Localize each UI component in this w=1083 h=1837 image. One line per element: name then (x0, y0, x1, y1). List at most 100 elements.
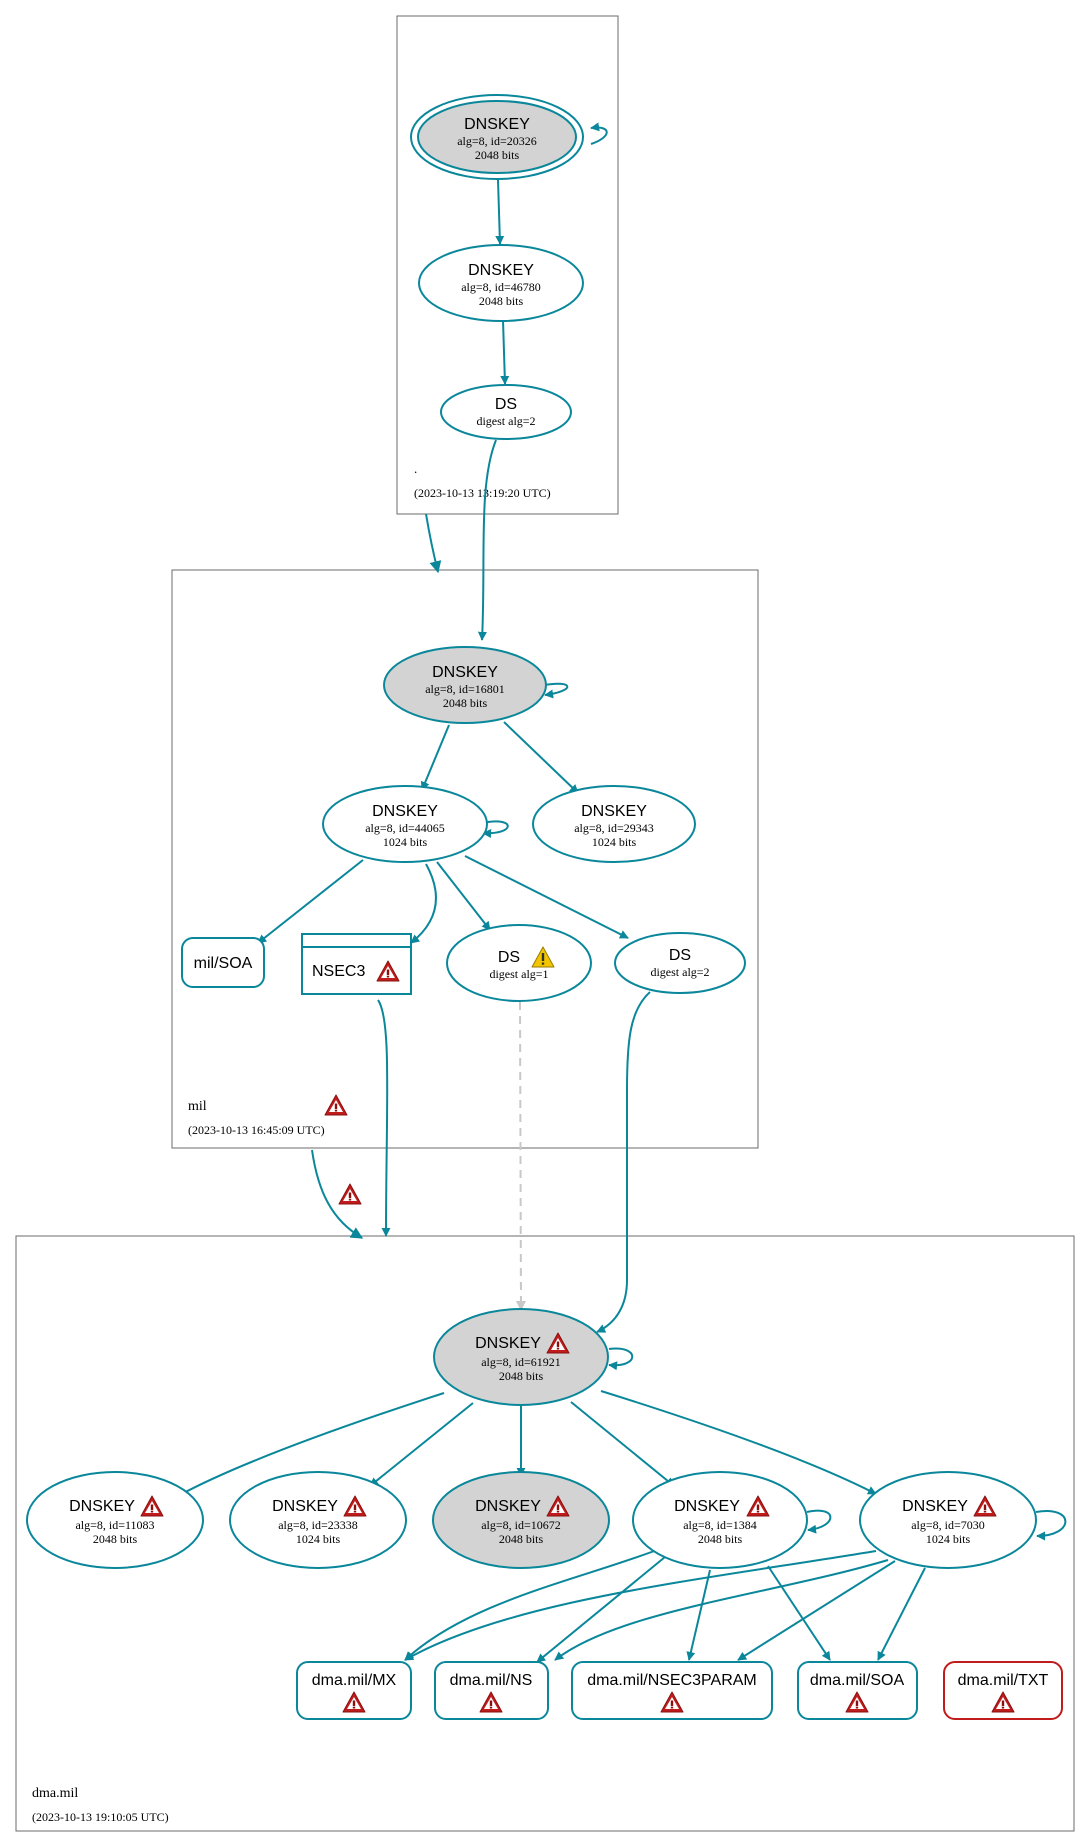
dma-k2-alg: alg=8, id=23338 (278, 1518, 358, 1532)
mil-nsec3-shape (301, 933, 412, 995)
mil-ds2-to-dma-ksk-edge[interactable] (596, 991, 651, 1333)
dma-dnskey-1384[interactable]: DNSKEY alg=8, id=1384 2048 bits (632, 1471, 808, 1569)
zone-mil-name: mil (188, 1099, 207, 1114)
root-zsk-shape (418, 244, 584, 322)
dma-k3-bits: 2048 bits (499, 1532, 544, 1546)
dma-txt-shape (943, 1661, 1063, 1720)
delegation-mil-dma-edge[interactable] (311, 1149, 364, 1239)
dma-k1-shape (26, 1471, 204, 1569)
mil-ds1-shape (446, 924, 592, 1002)
mil-ds1-digest: digest alg=1 (489, 967, 548, 981)
dma-k4-to-soa-edge[interactable] (767, 1565, 831, 1661)
dma-soa-rrset[interactable]: dma.mil/SOA (797, 1661, 918, 1720)
dma-k4-to-ns-edge[interactable] (536, 1556, 666, 1663)
root-zsk-bits: 2048 bits (479, 294, 524, 308)
dma-dnskey-7030[interactable]: DNSKEY alg=8, id=7030 1024 bits (859, 1471, 1037, 1569)
dma-nsec3param-rrset[interactable]: dma.mil/NSEC3PARAM (571, 1661, 773, 1720)
mil-dnskey-16801[interactable]: DNSKEY alg=8, id=16801 2048 bits (383, 646, 547, 724)
dma-k4-to-nsec3param-edge[interactable] (686, 1569, 711, 1661)
mil-zsk1-to-nsec3-edge[interactable] (410, 863, 437, 944)
dma-ksk-title: DNSKEY (475, 1335, 541, 1352)
dma-k5-to-nsec3param-edge[interactable] (737, 1560, 896, 1661)
root-ksk-outer-ring (410, 94, 584, 180)
dma-mx-rrset[interactable]: dma.mil/MX (296, 1661, 412, 1720)
root-ksk-self-edge[interactable] (590, 122, 608, 145)
dma-k1-alg: alg=8, id=11083 (75, 1518, 154, 1532)
dma-k5-bits: 1024 bits (926, 1532, 971, 1546)
mil-ds1-to-dma-ksk-insecure-edge[interactable] (515, 1001, 526, 1311)
dma-k5-to-ns-edge[interactable] (554, 1559, 889, 1661)
dma-k3-title: DNSKEY (475, 1498, 541, 1515)
zone-dma-timestamp: (2023-10-13 19:10:05 UTC) (32, 1810, 169, 1824)
dma-k5-self-edge[interactable] (1035, 1509, 1067, 1541)
mil-ds1-title: DS (498, 949, 520, 966)
dma-k4-shape (632, 1471, 808, 1569)
root-zsk-title: DNSKEY (468, 262, 534, 279)
dma-ksk-to-k1-edge[interactable] (177, 1392, 445, 1497)
dma-txt-title: dma.mil/TXT (958, 1672, 1049, 1689)
mil-dnskey-44065[interactable]: DNSKEY alg=8, id=44065 1024 bits (322, 785, 488, 863)
dma-ns-shape (434, 1661, 549, 1720)
dma-k4-to-mx-edge[interactable] (404, 1546, 666, 1661)
dma-mx-shape (296, 1661, 412, 1720)
mil-zsk2-shape (532, 785, 696, 863)
dma-k5-to-soa-edge[interactable] (877, 1567, 926, 1661)
root-ksk-to-zsk-edge[interactable] (495, 179, 505, 245)
dma-k2-shape (229, 1471, 407, 1569)
mil-ksk-self-edge[interactable] (543, 682, 569, 699)
mil-zsk1-alg: alg=8, id=44065 (365, 821, 445, 835)
mil-zsk2-title: DNSKEY (581, 803, 647, 820)
mil-zsk1-bits: 1024 bits (383, 835, 428, 849)
dma-nsec3param-title: dma.mil/NSEC3PARAM (587, 1672, 757, 1689)
root-ds-digest: digest alg=2 (476, 414, 535, 428)
dma-ksk-to-k4-edge[interactable] (570, 1401, 675, 1487)
dma-k4-bits: 2048 bits (698, 1532, 743, 1546)
dma-dnskey-23338[interactable]: DNSKEY alg=8, id=23338 1024 bits (229, 1471, 407, 1569)
mil-zsk2-bits: 1024 bits (592, 835, 637, 849)
zone-mil-error-icon[interactable] (324, 1094, 348, 1116)
mil-ksk-to-zsk2-edge[interactable] (503, 721, 579, 794)
mil-ksk-to-zsk1-edge[interactable] (420, 724, 450, 791)
dma-ksk-self-edge[interactable] (608, 1347, 634, 1371)
root-ds-shape (440, 384, 572, 440)
dma-soa-title: dma.mil/SOA (810, 1672, 905, 1689)
dma-soa-shape (797, 1661, 918, 1720)
dma-k3-shape (432, 1471, 610, 1569)
dma-ksk-to-k5-edge[interactable] (600, 1390, 877, 1495)
dma-k5-to-mx-edge[interactable] (404, 1550, 877, 1661)
mil-dnskey-29343[interactable]: DNSKEY alg=8, id=29343 1024 bits (532, 785, 696, 863)
root-zsk-to-ds-edge[interactable] (500, 319, 510, 385)
mil-ksk-bits: 2048 bits (443, 696, 488, 710)
delegation-mil-dma-error-icon[interactable] (338, 1183, 362, 1205)
dma-k2-bits: 1024 bits (296, 1532, 341, 1546)
root-ds-to-mil-ksk-edge[interactable] (477, 439, 497, 641)
mil-ds2-digest: digest alg=2 (650, 965, 709, 979)
mil-nsec3[interactable]: NSEC3 (301, 933, 412, 995)
root-ksk-title: DNSKEY (464, 116, 530, 133)
mil-nsec3-to-dma-edge[interactable] (377, 999, 391, 1237)
dma-dnskey-10672[interactable]: DNSKEY alg=8, id=10672 2048 bits (432, 1471, 610, 1569)
dma-ksk-alg: alg=8, id=61921 (481, 1355, 561, 1369)
dma-dnskey-61921[interactable]: DNSKEY alg=8, id=61921 2048 bits (433, 1308, 609, 1406)
mil-zsk1-title: DNSKEY (372, 803, 438, 820)
dma-txt-rrset[interactable]: dma.mil/TXT (943, 1661, 1063, 1720)
dma-ksk-to-k2-edge[interactable] (369, 1402, 474, 1487)
mil-ds-digest2[interactable]: DS digest alg=2 (614, 932, 746, 994)
zone-dma-border (15, 1235, 1075, 1832)
mil-ds-digest1[interactable]: DS digest alg=1 (446, 924, 592, 1002)
mil-zsk1-to-soa-edge[interactable] (257, 859, 364, 944)
root-dnskey-20326[interactable]: DNSKEY alg=8, id=20326 2048 bits (410, 94, 584, 180)
root-ksk-alg: alg=8, id=20326 (457, 134, 537, 148)
mil-zsk1-self-edge[interactable] (482, 820, 509, 838)
root-dnskey-46780[interactable]: DNSKEY alg=8, id=46780 2048 bits (418, 244, 584, 322)
mil-soa-rrset[interactable]: mil/SOA (181, 937, 265, 988)
zone-mil: mil (2023-10-13 16:45:09 UTC) (171, 569, 759, 1149)
root-ksk-shape (417, 100, 577, 174)
dma-ns-rrset[interactable]: dma.mil/NS (434, 1661, 549, 1720)
dma-dnskey-11083[interactable]: DNSKEY alg=8, id=11083 2048 bits (26, 1471, 204, 1569)
mil-zsk1-to-ds2-edge[interactable] (464, 855, 629, 939)
root-ds[interactable]: DS digest alg=2 (440, 384, 572, 440)
mil-zsk1-to-ds1-edge[interactable] (436, 861, 491, 931)
delegation-root-mil-edge[interactable] (425, 513, 442, 574)
dma-k4-self-edge[interactable] (806, 1509, 832, 1534)
